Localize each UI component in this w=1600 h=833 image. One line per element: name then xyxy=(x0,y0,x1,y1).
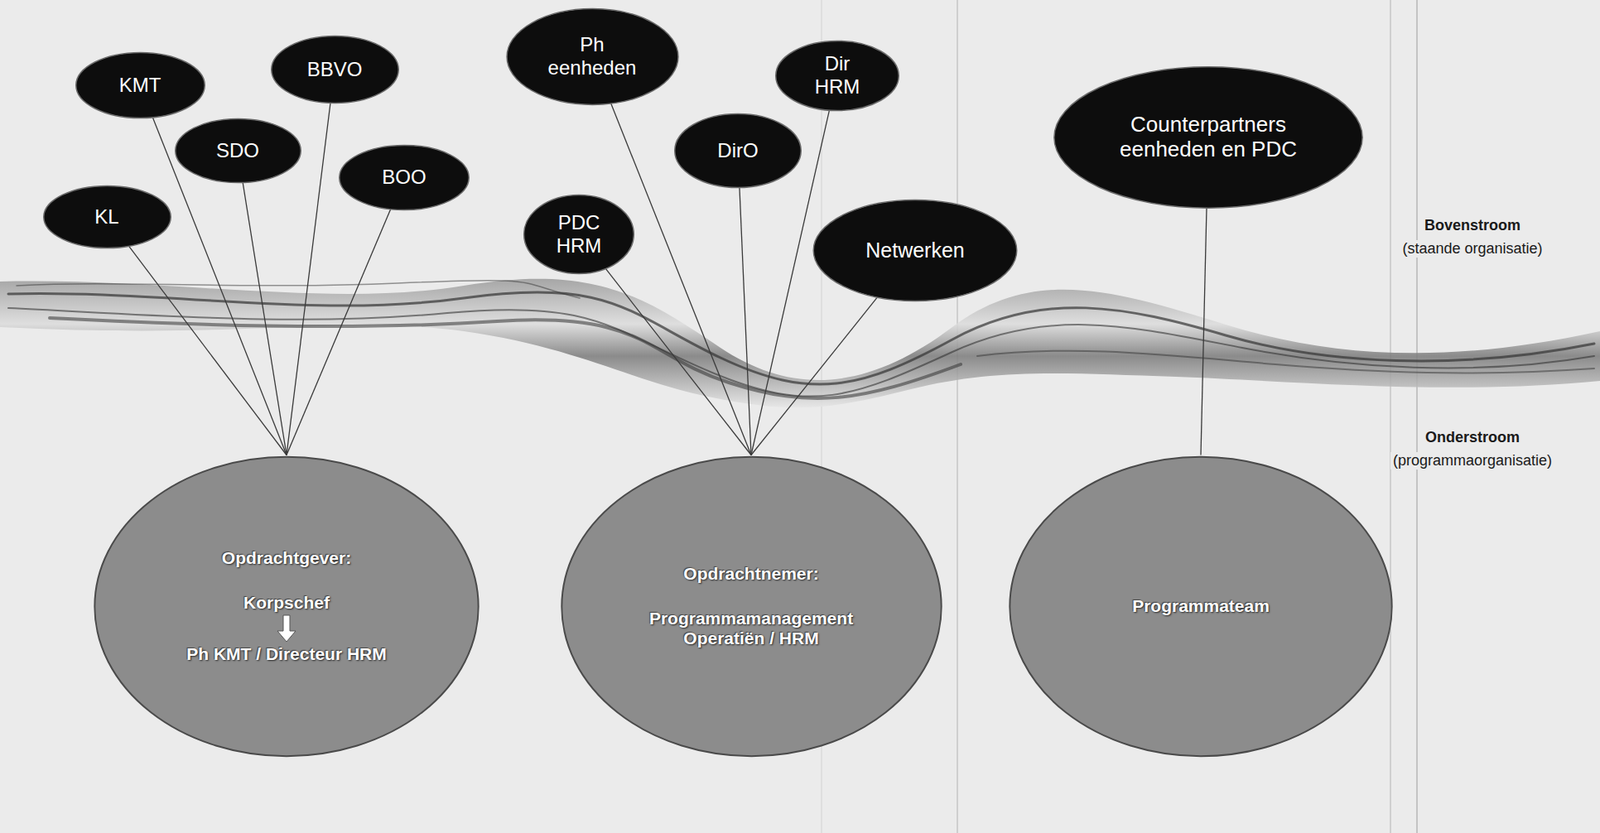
ellipse xyxy=(1009,456,1392,756)
unit-ellipse: BBVO xyxy=(270,35,400,104)
ellipse xyxy=(524,194,635,274)
ellipse xyxy=(270,35,398,103)
node-text: KMT xyxy=(119,73,162,97)
node-text: Ph KMT / Directeur HRM xyxy=(186,644,387,665)
node-text: BOO xyxy=(381,165,426,189)
unit-ellipse: Dir HRM xyxy=(775,40,900,111)
connector-line xyxy=(751,297,878,455)
unit-ellipse: Counterpartners eenheden en PDC xyxy=(1052,66,1364,209)
unit-ellipse: BOO xyxy=(338,144,470,211)
ellipse xyxy=(174,118,300,183)
node-text: KL xyxy=(94,205,119,229)
node-text: BBVO xyxy=(307,57,363,82)
role-heading: Opdrachtnemer: xyxy=(683,563,819,584)
connector-line xyxy=(606,269,752,456)
unit-ellipse: DirO xyxy=(674,113,802,188)
ellipse xyxy=(75,52,204,118)
program-ellipse: Opdrachtnemer: Programmamanagement Operat… xyxy=(559,455,944,758)
node-text: Dir HRM xyxy=(804,52,871,98)
water-band xyxy=(0,279,1600,409)
role-heading: Opdrachtgever: xyxy=(221,548,352,569)
ellipse-outline xyxy=(559,455,944,758)
unit-ellipse: KL xyxy=(43,185,172,249)
ellipse xyxy=(506,8,679,105)
node-text: Netwerken xyxy=(865,238,965,263)
ellipse xyxy=(775,40,900,111)
program-ellipse: Opdrachtgever: Korpschef Ph KMT / Directeu… xyxy=(92,455,481,758)
node-text: PDC HRM xyxy=(546,211,612,257)
stream-sublabel: (programmaorganisatie) xyxy=(1390,452,1555,470)
node-text: Korpschef xyxy=(243,592,330,613)
connector-line xyxy=(1200,208,1207,456)
connector-line xyxy=(286,209,391,456)
unit-ellipse: Ph eenheden xyxy=(506,8,680,106)
unit-ellipse: Netwerken xyxy=(812,199,1018,302)
stream-label: Onderstroom xyxy=(1422,428,1523,447)
node-text: Programmamanagement Operatiën / HRM xyxy=(626,608,876,649)
unit-ellipse: KMT xyxy=(75,52,206,119)
ellipse xyxy=(94,456,478,756)
ellipse xyxy=(813,199,1017,301)
node-text: SDO xyxy=(216,139,260,163)
ellipse xyxy=(339,144,469,210)
node-text: DirO xyxy=(717,139,758,163)
down-arrow xyxy=(276,614,297,643)
connector-line xyxy=(242,183,287,456)
connector-line xyxy=(129,246,287,456)
column-line xyxy=(956,0,958,833)
program-ellipse: Programmateam xyxy=(1007,455,1394,758)
stream-sublabel: (staande organisatie) xyxy=(1399,240,1545,258)
ellipse xyxy=(1054,67,1363,208)
ellipse xyxy=(561,456,941,756)
node-text: Ph eenheden xyxy=(544,33,641,79)
column-line xyxy=(1389,0,1391,833)
water-streaks xyxy=(8,280,1595,399)
unit-ellipse: SDO xyxy=(174,118,302,184)
stream-label: Bovenstroom xyxy=(1421,216,1523,235)
ellipse xyxy=(43,185,170,248)
node-text: Programmateam xyxy=(1132,596,1270,617)
column-line xyxy=(1416,0,1417,833)
node-text: Counterpartners eenheden en PDC xyxy=(1104,112,1312,163)
connector-line xyxy=(739,187,752,456)
ellipse xyxy=(674,113,801,188)
unit-ellipse: PDC HRM xyxy=(523,194,635,275)
